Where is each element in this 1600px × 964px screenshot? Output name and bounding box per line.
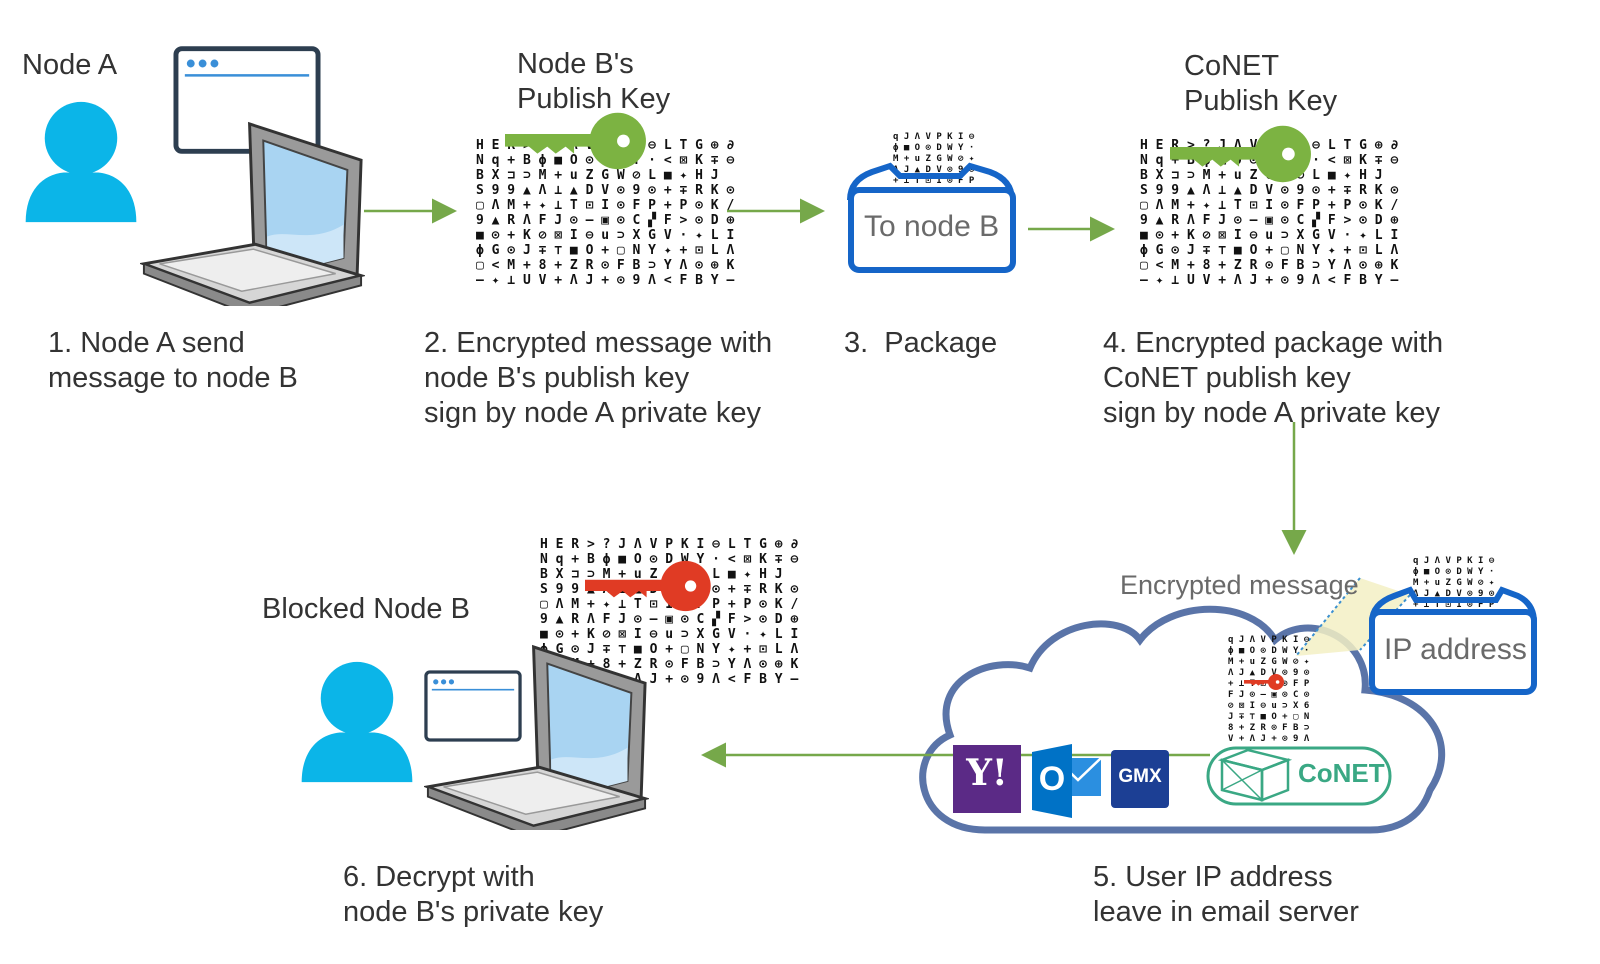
svg-text:M + u Z G W ⊘ ✦: M + u Z G W ⊘ ✦ [893, 154, 975, 164]
svg-text:M + u Z G W ⊘ ✦: M + u Z G W ⊘ ✦ [1228, 657, 1310, 667]
svg-text:B X ⊐ ⊃ M + u Z G W ⊘ L ■ ✦ H: B X ⊐ ⊃ M + u Z G W ⊘ L ■ ✦ H J [540, 567, 783, 582]
node-b-key-label-line: Publish Key [517, 83, 671, 115]
svg-text:▢ Λ M + ✦ ⊥ T ⊡ I ⊙ F P + P ⊙: ▢ Λ M + ✦ ⊥ T ⊡ I ⊙ F P + P ⊙ K / [1140, 198, 1398, 213]
gmx-logo-icon [1111, 750, 1169, 808]
node-a-title: Node A [22, 49, 118, 81]
cipher-text-icon: H E R > ? J Λ V P K I ⊖ L T G ⊕ ∂ N q + … [540, 537, 798, 687]
svg-text:+ ⊥ T ⊡ I ⊙ F P: + ⊥ T ⊡ I ⊙ F P [1413, 600, 1495, 610]
svg-text:ϕ G ⊙ J ∓ ⊤ ■ O + ▢ N Y ✦ + ⊡: ϕ G ⊙ J ∓ ⊤ ■ O + ▢ N Y ✦ + ⊡ L Λ [1140, 243, 1398, 258]
cipher-text-icon: H E R > ? J Λ V P K I ⊖ L T G ⊕ ∂ N q + … [476, 138, 734, 288]
yahoo-logo-text: Y! [966, 752, 1008, 794]
blocked-node-b-title: Blocked Node B [262, 593, 470, 625]
svg-text:■ ⊙ + K ⊘ ⊠ I ⊖ u ⊃ X G V · ✦: ■ ⊙ + K ⊘ ⊠ I ⊖ u ⊃ X G V · ✦ L I [1140, 228, 1398, 243]
svg-text:B X ⊐ ⊃ M + u Z G W ⊘ L ■ ✦ H: B X ⊐ ⊃ M + u Z G W ⊘ L ■ ✦ H J [476, 168, 719, 183]
conet-key-label-line: Publish Key [1184, 85, 1338, 117]
svg-text:■ ⊙ + K ⊘ ⊠ I ⊖ u ⊃ X G V · ✦: ■ ⊙ + K ⊘ ⊠ I ⊖ u ⊃ X G V · ✦ L I [540, 627, 798, 642]
step-caption-line: sign by node A private key [424, 397, 761, 429]
outlook-logo-icon [1032, 744, 1102, 818]
svg-text:9 ▲ R Λ F J ⊙ – ▣ ⊙ C ▞ F > ⊙: 9 ▲ R Λ F J ⊙ – ▣ ⊙ C ▞ F > ⊙ D ⊕ [540, 610, 798, 627]
svg-text:Λ J ▲ D V ⊙ 9 ⊙: Λ J ▲ D V ⊙ 9 ⊙ [1413, 589, 1495, 599]
svg-text:▢ < M + 8 + Z R ⊙ F B ⊃ Y Λ ⊙: ▢ < M + 8 + Z R ⊙ F B ⊃ Y Λ ⊙ ⊕ K [476, 258, 734, 273]
svg-text:■ ⊙ + K ⊘ ⊠ I ⊖ u ⊃ X G V · ✦: ■ ⊙ + K ⊘ ⊠ I ⊖ u ⊃ X G V · ✦ L I [476, 228, 734, 243]
svg-text:F J ⊙ – ▣ ⊙ C ⊙: F J ⊙ – ▣ ⊙ C ⊙ [1228, 690, 1310, 700]
svg-text:Λ J ▲ D V ⊙ 9 ⊙: Λ J ▲ D V ⊙ 9 ⊙ [893, 165, 975, 175]
ip-address-label: IP address [1384, 633, 1527, 666]
step-caption-line: 6. Decrypt with [343, 861, 535, 893]
conet-logo-icon [1206, 746, 1392, 806]
svg-text:– ✦ ⊥ U V + Λ J + ⊙ 9 Λ < F B: – ✦ ⊥ U V + Λ J + ⊙ 9 Λ < F B Y – [1140, 273, 1398, 288]
svg-text:ϕ G ⊙ J ∓ ⊤ ■ O + ▢ N Y ✦ + ⊡: ϕ G ⊙ J ∓ ⊤ ■ O + ▢ N Y ✦ + ⊡ L Λ [540, 642, 798, 657]
step-caption-line: node B's publish key [424, 362, 690, 394]
conet-logo-text: CoNET [1298, 758, 1385, 788]
cipher-text-icon: q J Λ V P K I ⊖ ϕ ■ O ⊙ D W Y · M + u Z … [1228, 635, 1310, 744]
yahoo-logo-icon [953, 745, 1021, 813]
step-caption-line: 1. Node A send [48, 327, 245, 359]
svg-text:N q + B ϕ ■ O ⊙ D W Y · < ⊠ K: N q + B ϕ ■ O ⊙ D W Y · < ⊠ K ∓ ⊖ [540, 552, 798, 567]
node-a-browser-icon [176, 49, 318, 152]
step-caption-line: 4. Encrypted package with [1103, 327, 1444, 359]
svg-text:+ ⊥ T ⊡ I ⊙ F P: + ⊥ T ⊡ I ⊙ F P [893, 176, 975, 186]
svg-text:Λ J ▲ D V ⊙ 9 ⊙: Λ J ▲ D V ⊙ 9 ⊙ [1228, 668, 1310, 678]
step-1-caption: 1. Node A send message to node B [48, 326, 298, 396]
ip-envelope-icon: q J Λ V P K I ⊖ ϕ ■ O ⊙ D W Y · M + u Z … [1369, 556, 1537, 695]
step-5-caption: 5. User IP address leave in email server [1093, 860, 1359, 930]
node-b-browser-icon [424, 670, 522, 742]
svg-text:▢ < M + 8 + Z R ⊙ F B ⊃ Y Λ ⊙: ▢ < M + 8 + Z R ⊙ F B ⊃ Y Λ ⊙ ⊕ K [1140, 258, 1398, 273]
svg-text:q J Λ V P K I ⊖: q J Λ V P K I ⊖ [1228, 635, 1310, 645]
package-envelope-icon: q J Λ V P K I ⊖ ϕ ■ O ⊙ D W Y · M + u Z … [847, 132, 1016, 273]
svg-text:9 ▲ R Λ F J ⊙ – ▣ ⊙ C ▞ F > ⊙: 9 ▲ R Λ F J ⊙ – ▣ ⊙ C ▞ F > ⊙ D ⊕ [1140, 211, 1398, 228]
node-a-person-icon [25, 101, 137, 223]
svg-text:ϕ ■ O ⊙ D W Y ·: ϕ ■ O ⊙ D W Y · [893, 143, 974, 153]
conet-key-label-line: CoNET [1184, 50, 1280, 82]
node-b-key-label: Node B's Publish Key [517, 47, 670, 117]
svg-text:8 + Z R ⊙ F B ⊃: 8 + Z R ⊙ F B ⊃ [1228, 723, 1310, 733]
svg-text:S 9 9 ▲ Λ ⊥ ▲ D V ⊙ 9 ⊙ + ∓ R: S 9 9 ▲ Λ ⊥ ▲ D V ⊙ 9 ⊙ + ∓ R K ⊙ [1140, 183, 1398, 198]
svg-text:J ∓ ⊤ ■ O + ▢ N: J ∓ ⊤ ■ O + ▢ N [1228, 712, 1309, 722]
svg-text:▢ < M + 8 + Z R ⊙ F B ⊃ Y Λ ⊙: ▢ < M + 8 + Z R ⊙ F B ⊃ Y Λ ⊙ ⊕ K [540, 657, 798, 672]
step-caption-line: node B's private key [343, 896, 604, 928]
svg-text:S 9 9 ▲ Λ ⊥ ▲ D V ⊙ 9 ⊙ + ∓ R: S 9 9 ▲ Λ ⊥ ▲ D V ⊙ 9 ⊙ + ∓ R K ⊙ [476, 183, 734, 198]
step-6-caption: 6. Decrypt with node B's private key [343, 860, 603, 930]
encrypted-message-label: Encrypted message [1120, 570, 1359, 600]
svg-text:M + u Z G W ⊘ ✦: M + u Z G W ⊘ ✦ [1413, 578, 1495, 588]
step-caption-line: 3. Package [844, 327, 998, 359]
node-a-laptop-icon [142, 122, 363, 306]
conet-key-label: CoNET Publish Key [1184, 49, 1337, 119]
svg-text:B X ⊐ ⊃ M + u Z G W ⊘ L ■ ✦ H: B X ⊐ ⊃ M + u Z G W ⊘ L ■ ✦ H J [1140, 168, 1383, 183]
svg-text:ϕ ■ O ⊙ D W Y ·: ϕ ■ O ⊙ D W Y · [1228, 646, 1309, 656]
svg-text:⊘ ⊠ I ⊖ u ⊃ X 6: ⊘ ⊠ I ⊖ u ⊃ X 6 [1228, 701, 1309, 711]
step-caption-line: 2. Encrypted message with [424, 327, 773, 359]
svg-text:q J Λ V P K I ⊖: q J Λ V P K I ⊖ [1413, 556, 1495, 566]
step-caption-line: sign by node A private key [1103, 397, 1440, 429]
step-caption-line: CoNET publish key [1103, 362, 1351, 394]
step-2-caption: 2. Encrypted message with node B's publi… [424, 326, 772, 431]
step-4-caption: 4. Encrypted package with CoNET publish … [1103, 326, 1443, 431]
svg-text:V + Λ J + ⊙ 9 Λ: V + Λ J + ⊙ 9 Λ [1228, 734, 1310, 744]
step-caption-line: message to node B [48, 362, 298, 394]
svg-text:– ✦ ⊥ U V + Λ J + ⊙ 9 Λ < F B: – ✦ ⊥ U V + Λ J + ⊙ 9 Λ < F B Y – [476, 273, 734, 288]
svg-text:H E R > ? J Λ V P K I ⊖ L T G: H E R > ? J Λ V P K I ⊖ L T G ⊕ ∂ [540, 537, 798, 552]
svg-text:ϕ ■ O ⊙ D W Y ·: ϕ ■ O ⊙ D W Y · [1413, 567, 1494, 577]
svg-text:q J Λ V P K I ⊖: q J Λ V P K I ⊖ [893, 132, 975, 142]
outlook-logo-text: O [1038, 760, 1066, 798]
step-3-caption: 3. Package [844, 326, 997, 361]
svg-text:▢ Λ M + ✦ ⊥ T ⊡ I ⊙ F P + P ⊙: ▢ Λ M + ✦ ⊥ T ⊡ I ⊙ F P + P ⊙ K / [476, 198, 734, 213]
step-caption-line: 5. User IP address [1093, 861, 1333, 893]
step-caption-line: leave in email server [1093, 896, 1359, 928]
node-b-person-icon [301, 661, 413, 783]
svg-text:9 ▲ R Λ F J ⊙ – ▣ ⊙ C ▞ F > ⊙: 9 ▲ R Λ F J ⊙ – ▣ ⊙ C ▞ F > ⊙ D ⊕ [476, 211, 734, 228]
node-b-key-label-line: Node B's [517, 48, 634, 80]
package-to-label: To node B [864, 210, 1000, 243]
gmx-logo-text: GMX [1118, 766, 1162, 787]
svg-text:ϕ G ⊙ J ∓ ⊤ ■ O + ▢ N Y ✦ + ⊡: ϕ G ⊙ J ∓ ⊤ ■ O + ▢ N Y ✦ + ⊡ L Λ [476, 243, 734, 258]
